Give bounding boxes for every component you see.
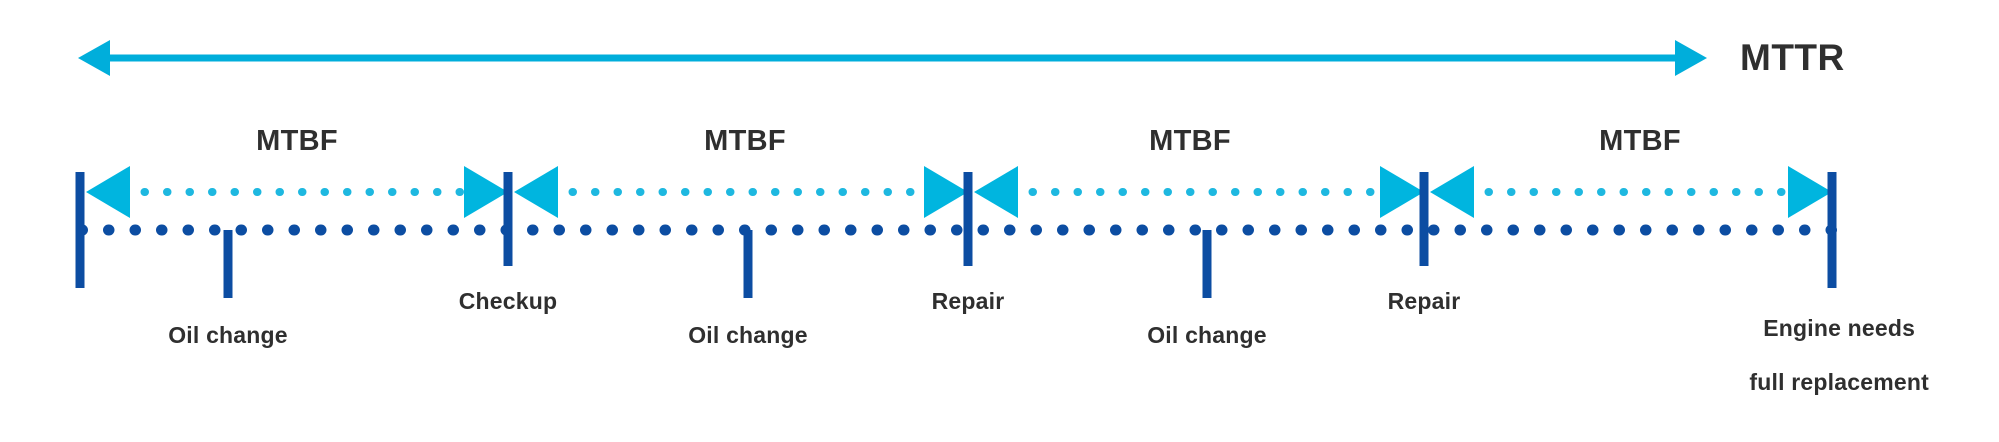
engine-replacement-line-2: full replacement: [1749, 369, 1929, 396]
mttr-label: MTTR: [1740, 37, 1845, 78]
mtbf-arrow-2: [514, 166, 968, 218]
mttr-arrowhead-left: [78, 40, 110, 76]
mtbf-arrow-4: [1430, 166, 1832, 218]
mtbf-label-3: MTBF: [1149, 125, 1231, 157]
event-label-oil-change-1: Oil change: [168, 322, 288, 348]
mtbf-arrow-1-head-right: [464, 166, 508, 218]
mtbf-arrow-2-head-right: [924, 166, 968, 218]
mtbf-label-4: MTBF: [1599, 125, 1681, 157]
mtbf-arrow-3: [974, 166, 1424, 218]
event-label-engine-replacement: Engine needs full replacement: [1723, 288, 1929, 424]
mttr-arrowhead-right: [1675, 40, 1707, 76]
event-label-oil-change-3: Oil change: [1147, 322, 1267, 348]
event-label-repair-1: Repair: [931, 288, 1005, 314]
mtbf-arrow-1-head-left: [86, 166, 130, 218]
mtbf-arrow-2-head-left: [514, 166, 558, 218]
mtbf-label-1: MTBF: [256, 125, 338, 157]
mtbf-arrow-3-head-left: [974, 166, 1018, 218]
event-label-repair-2: Repair: [1387, 288, 1461, 314]
mttr-arrow: [78, 40, 1707, 76]
mtbf-arrow-3-head-right: [1380, 166, 1424, 218]
mtbf-arrow-4-head-right: [1788, 166, 1832, 218]
event-label-oil-change-2: Oil change: [688, 322, 808, 348]
event-label-checkup: Checkup: [458, 288, 558, 314]
mtbf-arrows: [86, 166, 1832, 218]
engine-replacement-line-1: Engine needs: [1763, 315, 1916, 342]
mtbf-arrow-4-head-left: [1430, 166, 1474, 218]
timeline-ticks: [75, 172, 1837, 298]
mtbf-arrow-1: [86, 166, 508, 218]
mtbf-label-2: MTBF: [704, 125, 786, 157]
